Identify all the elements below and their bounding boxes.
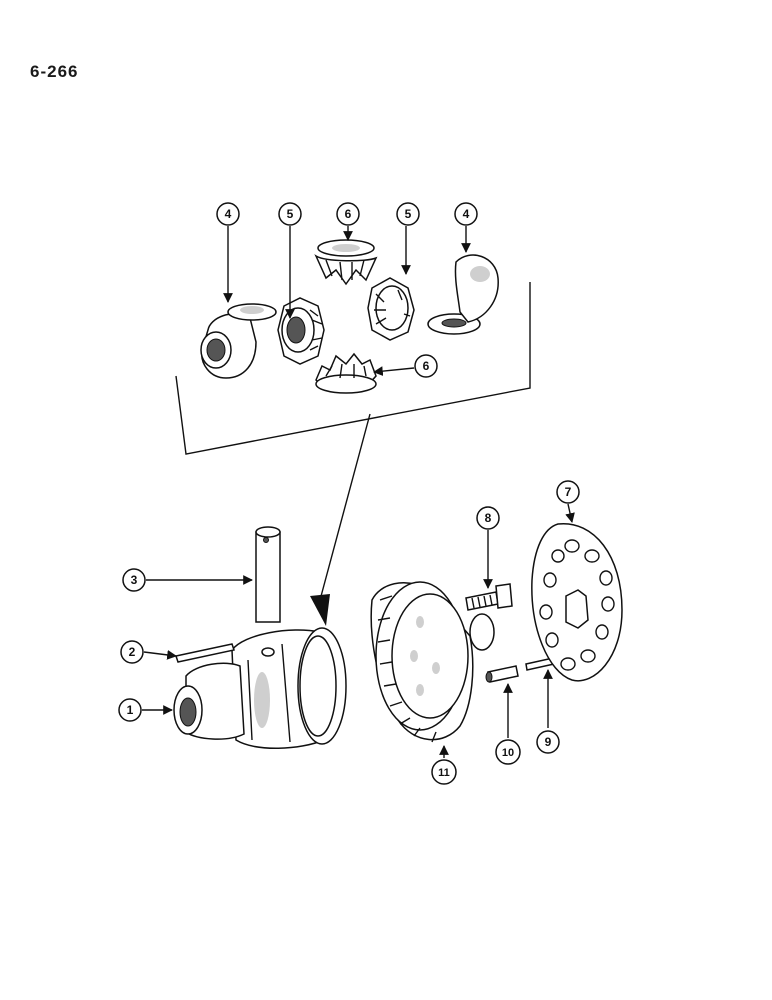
callouts: 4 5 6 5 4 6 3 2 — [118, 202, 580, 785]
differential-case — [173, 627, 347, 749]
pinion-gear-top — [314, 239, 378, 286]
side-gear-right — [367, 277, 415, 341]
callout-5-right: 5 — [396, 202, 420, 226]
callout-8: 8 — [476, 506, 500, 530]
callout-label: 6 — [345, 207, 352, 221]
ring-gear — [370, 581, 495, 743]
callout-11: 11 — [431, 759, 457, 785]
page-number: 6-266 — [30, 62, 79, 81]
thrust-washer-right — [427, 254, 499, 335]
callout-3: 3 — [122, 568, 146, 592]
lock-plate — [531, 523, 623, 682]
callout-label: 4 — [225, 207, 232, 221]
callout-label: 5 — [287, 207, 294, 221]
callout-6-top: 6 — [336, 202, 360, 226]
callout-label: 4 — [463, 207, 470, 221]
cross-shaft — [255, 526, 281, 623]
side-gear-left — [277, 297, 325, 365]
callout-label: 9 — [545, 735, 552, 749]
leader-lines — [142, 226, 575, 758]
callout-7: 7 — [556, 480, 580, 504]
callout-label: 3 — [131, 573, 138, 587]
callout-1: 1 — [118, 698, 142, 722]
callout-2: 2 — [120, 640, 144, 664]
callout-6-bottom: 6 — [414, 354, 438, 378]
thrust-washer-left — [200, 303, 277, 379]
callout-label: 7 — [565, 485, 572, 499]
callout-label: 10 — [502, 747, 514, 759]
callout-label: 5 — [405, 207, 412, 221]
ring-gear-bolt — [465, 583, 513, 611]
callout-label: 6 — [423, 359, 430, 373]
callout-4-left: 4 — [216, 202, 240, 226]
lock-pin — [175, 643, 235, 663]
pinion-subassembly-group — [175, 239, 531, 626]
callout-10: 10 — [495, 739, 521, 765]
callout-label: 2 — [129, 645, 136, 659]
callout-label: 8 — [485, 511, 492, 525]
pointer-arrowhead — [310, 594, 330, 626]
callout-9: 9 — [536, 730, 560, 754]
pinion-gear-bottom — [315, 352, 377, 394]
callout-5-left: 5 — [278, 202, 302, 226]
callout-label: 11 — [438, 767, 450, 779]
dowel-pin — [485, 665, 519, 683]
callout-4-right: 4 — [454, 202, 478, 226]
callout-label: 1 — [127, 703, 134, 717]
